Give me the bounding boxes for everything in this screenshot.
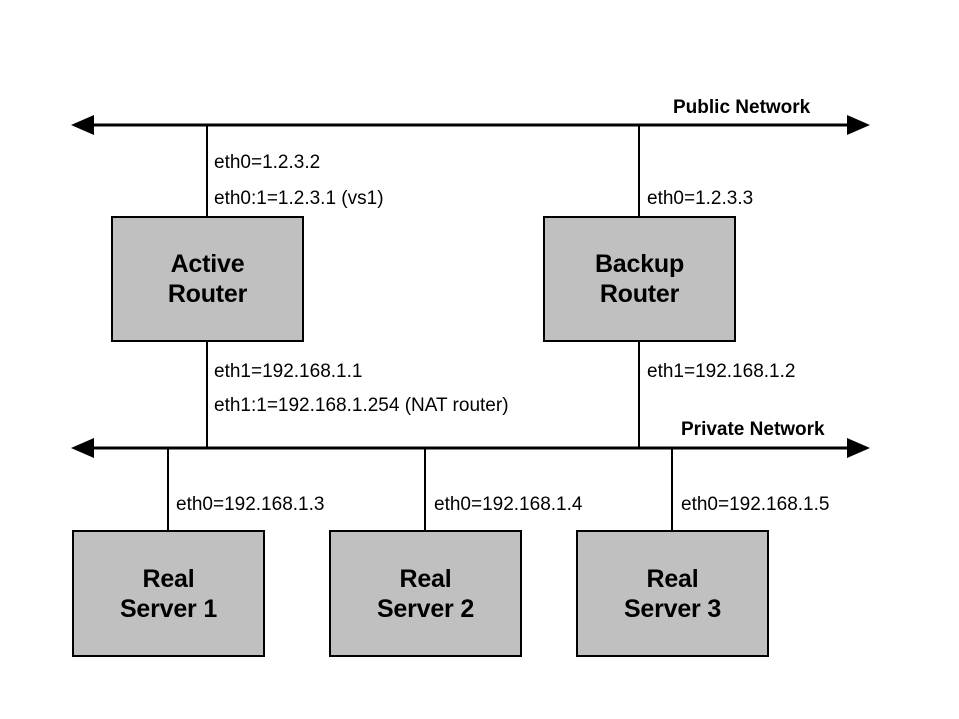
private-network-left-arrowhead [71,438,94,458]
private-network-label: Private Network [681,419,825,440]
node-real-server-1[interactable]: Real Server 1 [72,530,265,657]
backup-router-title-line1: Backup [594,250,685,278]
label-backup-router-eth0: eth0=1.2.3.3 [647,188,754,209]
active-router-title-line1: Active [170,250,245,278]
real-server-1-title-line2: Server 1 [119,594,218,623]
real-server-3-title-line1: Real [646,564,699,593]
private-network-bus [71,438,870,458]
backup-router-title-line2: Router [599,280,680,308]
public-network-label: Public Network [673,97,811,118]
label-real-server-2-eth0: eth0=192.168.1.4 [434,494,583,515]
real-server-2-title-line2: Server 2 [376,594,475,623]
private-network-right-arrowhead [847,438,870,458]
real-server-2-title-line1: Real [399,564,452,593]
node-backup-router[interactable]: Backup Router [543,216,736,342]
label-active-router-eth0-alias: eth0:1=1.2.3.1 (vs1) [214,188,384,209]
node-active-router[interactable]: Active Router [111,216,304,342]
real-server-3-title-line2: Server 3 [623,594,722,623]
label-active-router-eth0: eth0=1.2.3.2 [214,152,321,173]
public-network-right-arrowhead [847,115,870,135]
label-active-router-eth1: eth1=192.168.1.1 [214,361,363,382]
public-network-bus [71,115,870,135]
label-real-server-3-eth0: eth0=192.168.1.5 [681,494,830,515]
label-real-server-1-eth0: eth0=192.168.1.3 [176,494,325,515]
real-server-1-title-line1: Real [142,564,195,593]
label-backup-router-eth1: eth1=192.168.1.2 [647,361,796,382]
label-active-router-eth1-alias: eth1:1=192.168.1.254 (NAT router) [214,395,509,416]
public-network-left-arrowhead [71,115,94,135]
node-real-server-2[interactable]: Real Server 2 [329,530,522,657]
active-router-title-line2: Router [167,280,248,308]
node-real-server-3[interactable]: Real Server 3 [576,530,769,657]
